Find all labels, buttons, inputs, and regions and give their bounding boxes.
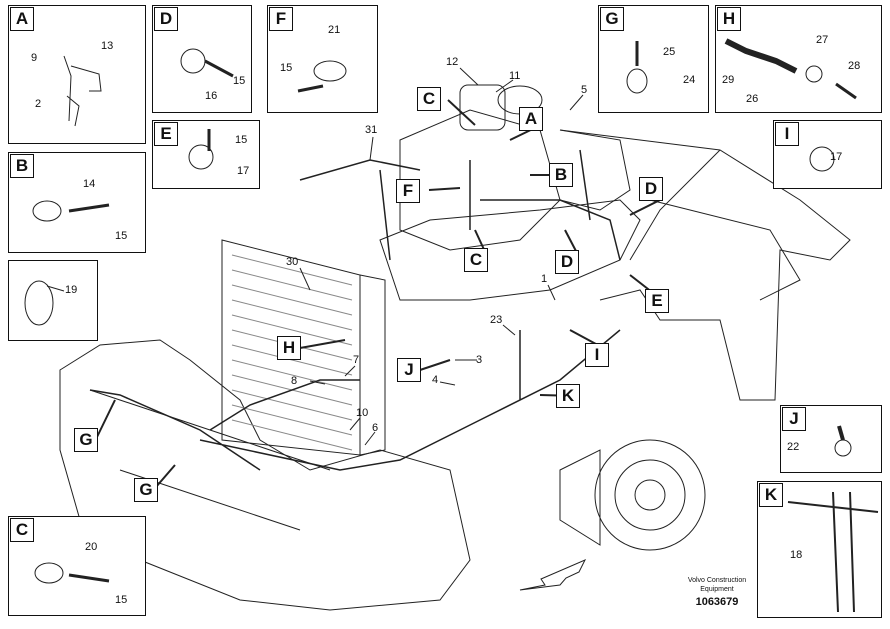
part-number: 25: [663, 46, 676, 58]
inset-cable-tie: 19: [8, 260, 98, 341]
callout-i: I: [585, 343, 609, 367]
inset-k: K 18: [757, 481, 882, 618]
inset-f: F 21 15: [267, 5, 378, 113]
part-number: 15: [233, 75, 246, 87]
inset-label: J: [782, 407, 806, 431]
part-number: 21: [328, 24, 341, 36]
callout-f: F: [396, 179, 420, 203]
part-number: 9: [31, 52, 38, 64]
inset-a: A 9 13 2: [8, 5, 146, 144]
inset-label: A: [10, 7, 34, 31]
part-number: 15: [280, 62, 293, 74]
callout-k: K: [556, 384, 580, 408]
part-number: 15: [115, 594, 128, 606]
callout-c: C: [464, 248, 488, 272]
part-number: 30: [286, 256, 299, 268]
inset-e: E 15 17: [152, 120, 260, 189]
inset-label: C: [10, 518, 34, 542]
inset-b: B 14 15: [8, 152, 146, 253]
inset-label: F: [269, 7, 293, 31]
part-number: 17: [830, 151, 843, 163]
part-number: 1: [541, 273, 548, 285]
callout-g: G: [134, 478, 158, 502]
part-number: 11: [509, 70, 521, 82]
callout-b: B: [549, 163, 573, 187]
inset-label: B: [10, 154, 34, 178]
callout-h: H: [277, 336, 301, 360]
inset-label: G: [600, 7, 624, 31]
part-number: 15: [115, 230, 128, 242]
part-number: 23: [490, 314, 503, 326]
inset-label: H: [717, 7, 741, 31]
drawing-info: Volvo Construction Equipment 1063679: [672, 576, 762, 608]
inset-label: D: [154, 7, 178, 31]
inset-j: J 22: [780, 405, 882, 473]
part-number: 3: [476, 354, 483, 366]
part-number: 13: [101, 40, 114, 52]
part-number: 16: [205, 90, 218, 102]
part-number: 2: [35, 98, 42, 110]
part-number: 10: [356, 407, 369, 419]
inset-g: G 25 24: [598, 5, 709, 113]
part-number: 19: [65, 284, 78, 296]
part-number: 17: [237, 165, 250, 177]
callout-g: G: [74, 428, 98, 452]
part-number: 27: [816, 34, 829, 46]
drawing-number: 1063679: [695, 596, 739, 608]
callout-d: D: [555, 250, 579, 274]
callout-j: J: [397, 358, 421, 382]
part-number: 18: [790, 549, 803, 561]
direction-arrow-icon: [519, 558, 587, 591]
inset-i: I 17: [773, 120, 882, 189]
part-number: 6: [372, 422, 379, 434]
publisher-line1: Volvo Construction: [687, 577, 747, 584]
callout-c: C: [417, 87, 441, 111]
inset-label: E: [154, 122, 178, 146]
part-number: 4: [432, 374, 439, 386]
part-number: 7: [353, 354, 360, 366]
inset-label: K: [759, 483, 783, 507]
inset-d: D 16 15: [152, 5, 252, 113]
callout-d: D: [639, 177, 663, 201]
inset-label: I: [775, 122, 799, 146]
part-number: 5: [581, 84, 588, 96]
inset-h: H 27 29 26 28: [715, 5, 882, 113]
part-number: 31: [365, 124, 378, 136]
inset-c: C 20 15: [8, 516, 146, 616]
part-number: 14: [83, 178, 96, 190]
part-number: 22: [787, 441, 800, 453]
part-number: 28: [848, 60, 861, 72]
callout-a: A: [519, 107, 543, 131]
part-number: 15: [235, 134, 248, 146]
part-number: 26: [746, 93, 759, 105]
callout-e: E: [645, 289, 669, 313]
part-number: 29: [722, 74, 735, 86]
part-number: 12: [446, 56, 459, 68]
part-number: 24: [683, 74, 696, 86]
part-number: 8: [291, 375, 298, 387]
publisher-line2: Equipment: [700, 586, 734, 593]
part-number: 20: [85, 541, 98, 553]
